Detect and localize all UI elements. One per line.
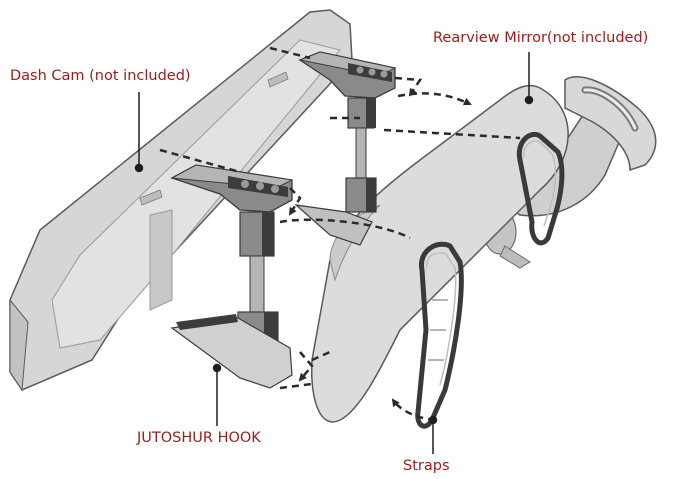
straps-label: Straps xyxy=(403,458,450,474)
hook-upper-illustration xyxy=(294,51,397,246)
strap-upper-illustration xyxy=(516,132,565,246)
hook-label: JUTOSHUR HOOK xyxy=(137,430,261,446)
dash-cam-illustration xyxy=(9,9,353,392)
rearview-mirror-label: Rearview Mirror(not included) xyxy=(433,30,649,46)
hook-lower-illustration xyxy=(170,164,294,389)
strap-lower-illustration xyxy=(415,241,464,429)
dash-cam-label: Dash Cam (not included) xyxy=(10,68,191,84)
callout-leaders xyxy=(134,52,534,454)
